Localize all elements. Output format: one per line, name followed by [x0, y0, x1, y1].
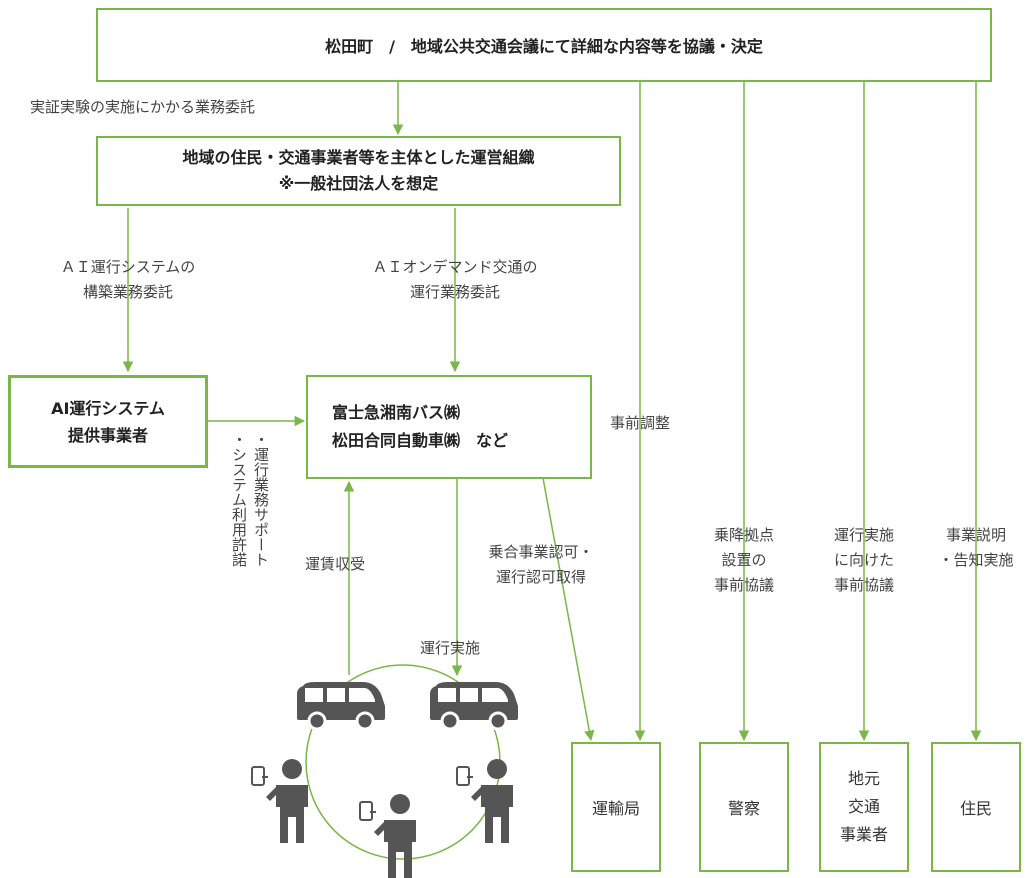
police-text: 警察	[727, 799, 760, 818]
local-operators-line3: 事業者	[839, 825, 888, 844]
explanation-label: 事業説明 ・告知実施	[922, 523, 1030, 573]
ai-ondemand-label-line2: 運行業務委託	[409, 283, 500, 301]
support-label: ・運行業務サポート ・システム利用許諾	[228, 432, 272, 567]
commission-label: 実証実験の実施にかかる業務委託	[30, 98, 256, 116]
person-with-phone-icon	[251, 759, 308, 843]
top-council-box: 松田町 / 地域公共交通会議にて詳細な内容等を協議・決定	[96, 8, 992, 82]
stops-line3: 事前協議	[713, 576, 774, 594]
local-line1: 運行実施	[833, 526, 894, 544]
permit-label: 乗合事業認可・ 運行認可取得	[466, 540, 616, 590]
support-line1: ・運行業務サポート	[252, 432, 270, 567]
person-with-phone-icon	[456, 759, 513, 843]
ai-ondemand-label-line1: ＡＩオンデマンド交通の	[372, 258, 538, 276]
support-line2: ・システム利用許諾	[230, 432, 248, 567]
explain-line1: 事業説明	[945, 526, 1006, 544]
person-with-phone-icon	[359, 794, 416, 878]
permit-line2: 運行認可取得	[495, 568, 586, 586]
org-line1: 地域の住民・交通事業者等を主体とした運営組織	[182, 148, 535, 167]
police-box: 警察	[699, 742, 789, 872]
arrow-bus-to-transport	[542, 477, 595, 742]
transport-bureau-box: 運輸局	[571, 742, 661, 872]
local-operators-line1: 地元	[847, 769, 880, 788]
local-operators-label: 運行実施 に向けた 事前協議	[814, 523, 914, 598]
bus-box-line2: 松田合同自動車㈱ など	[332, 431, 509, 450]
operation-label: 運行実施	[420, 639, 481, 657]
local-transport-operators-box: 地元 交通 事業者	[819, 742, 909, 872]
local-line3: 事前協議	[833, 576, 894, 594]
ai-system-commission-label: ＡＩ運行システムの 構築業務委託	[28, 255, 228, 305]
top-council-text: 松田町 / 地域公共交通会議にて詳細な内容等を協議・決定	[325, 37, 763, 56]
permit-line1: 乗合事業認可・	[488, 543, 594, 561]
prior-adjustment-label: 事前調整	[610, 414, 671, 432]
fare-collection-label: 運賃収受	[305, 555, 366, 573]
local-line2: に向けた	[833, 551, 894, 569]
bus-icon	[297, 682, 385, 730]
explain-line2: ・告知実施	[938, 551, 1014, 569]
operating-org-box: 地域の住民・交通事業者等を主体とした運営組織 ※一般社団法人を想定	[96, 136, 621, 206]
ai-system-provider-box: AI運行システム 提供事業者	[8, 375, 208, 468]
ai-system-label-line2: 構築業務委託	[82, 283, 173, 301]
ai-box-line1: AI運行システム	[51, 398, 165, 418]
bus-box-line1: 富士急湘南バス㈱	[332, 403, 461, 422]
local-operators-line2: 交通	[847, 797, 880, 816]
stops-line1: 乗降拠点	[713, 526, 774, 544]
bus-icon	[430, 682, 518, 730]
transport-bureau-text: 運輸局	[591, 799, 640, 818]
residents-text: 住民	[959, 799, 992, 818]
bus-operators-box: 富士急湘南バス㈱ 松田合同自動車㈱ など	[306, 375, 592, 479]
ai-box-line2: 提供事業者	[67, 425, 148, 445]
stops-line2: 設置の	[721, 551, 767, 569]
stops-label: 乗降拠点 設置の 事前協議	[694, 523, 794, 598]
ai-system-label-line1: ＡＩ運行システムの	[60, 258, 196, 276]
ai-ondemand-commission-label: ＡＩオンデマンド交通の 運行業務委託	[330, 255, 580, 305]
org-line2: ※一般社団法人を想定	[278, 174, 439, 193]
residents-box: 住民	[931, 742, 1021, 872]
